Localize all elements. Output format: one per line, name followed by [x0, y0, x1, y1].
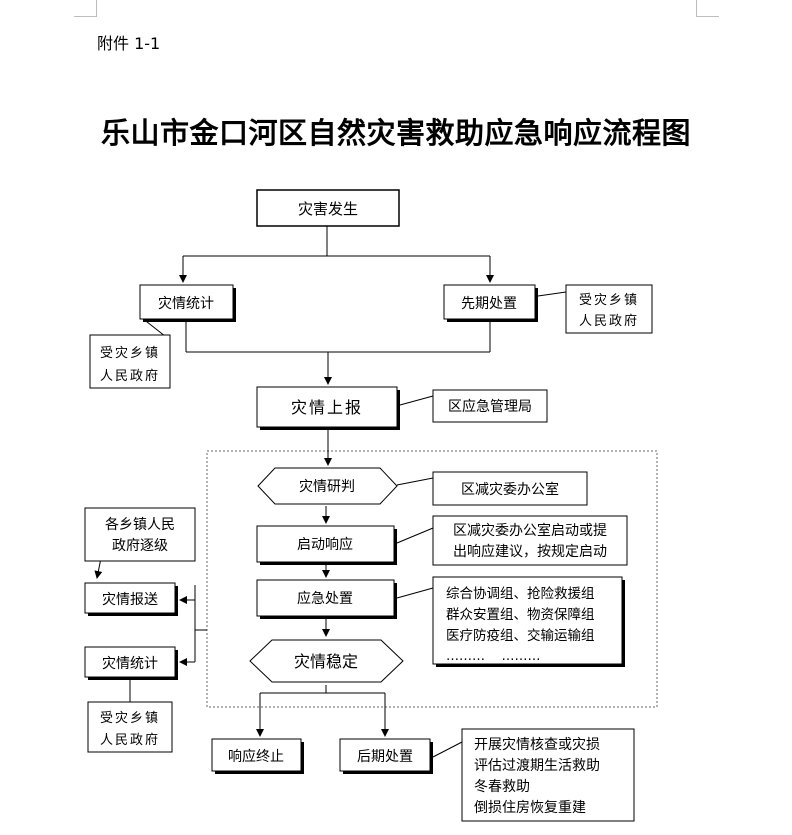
node-disaster-judgment: 灾情研判	[257, 467, 398, 505]
note-start-response-line1: 区减灾委办公室启动或提	[453, 522, 607, 539]
note-working-groups-line3: 医疗防疫组、交输运输组	[446, 627, 595, 644]
node-start-response-box	[256, 525, 395, 563]
page-corner-mark-right	[696, 0, 719, 17]
node-later-disposal-text: 后期处置	[357, 749, 413, 765]
note-working-groups-line4: ……… ………	[446, 649, 541, 664]
node-disaster-statistics-bottom: 灾情统计	[84, 646, 178, 680]
node-early-disposal: 先期处置	[443, 284, 538, 322]
leader-later-note	[432, 741, 463, 758]
note-towns-gov-line1: 各乡镇人民	[105, 517, 175, 533]
note-later-disposal-line4: 倒损住房恢复重建	[474, 799, 586, 816]
note-working-groups-line1: 综合协调组、抢险救援组	[446, 585, 595, 602]
note-start-response: 区减灾委办公室启动或提 出响应建议，按规定启动	[432, 515, 628, 566]
note-working-groups: 综合协调组、抢险救援组 群众安置组、物资保障组 医疗防疫组、交输运输组 ……… …	[432, 576, 625, 667]
node-disaster-judgment-text: 灾情研判	[299, 478, 355, 495]
node-emergency-disposal-text: 应急处置	[297, 590, 353, 607]
note-later-disposal-line1: 开展灾情核查或灾损	[474, 736, 600, 753]
annex-label: 附件 1-1	[97, 34, 161, 53]
leader-early-gov	[537, 291, 567, 297]
note-start-response-line2: 出响应建议，按规定启动	[453, 543, 607, 560]
node-emergency-disposal-box	[256, 579, 395, 617]
note-affected-gov-left-line1: 受灾乡镇	[100, 345, 160, 361]
node-response-end-box	[211, 738, 302, 772]
note-later-disposal-box	[461, 728, 635, 822]
leader-start-note	[396, 527, 434, 544]
node-disaster-occurs-text: 灾害发生	[298, 200, 358, 218]
page-corner-mark-left	[74, 0, 97, 17]
node-disaster-report: 灾情上报	[256, 386, 400, 430]
node-early-disposal-text: 先期处置	[461, 296, 517, 312]
note-disaster-office-box	[432, 471, 588, 506]
node-disaster-statistics-bottom-box	[84, 646, 176, 678]
note-towns-gov-box	[84, 507, 196, 562]
note-emergency-bureau-text: 区应急管理局	[448, 398, 532, 415]
node-later-disposal: 后期处置	[339, 738, 433, 774]
note-towns-gov: 各乡镇人民 政府逐级	[84, 507, 196, 562]
note-working-groups-box	[432, 576, 623, 665]
note-affected-gov-bottom-box	[87, 701, 173, 753]
node-disaster-report-box	[256, 386, 398, 428]
node-disaster-occurs-box	[256, 189, 400, 227]
node-disaster-statistics-top: 灾情统计	[139, 284, 236, 322]
node-disaster-report-text: 灾情上报	[291, 398, 363, 417]
node-early-disposal-box	[443, 284, 536, 320]
note-start-response-box	[432, 515, 628, 566]
note-affected-gov-right: 受灾乡镇 人民政府	[565, 284, 653, 334]
node-disaster-statistics-top-text: 灾情统计	[158, 295, 214, 312]
node-disaster-judgment-shape	[257, 467, 398, 505]
leader-disposal-groups	[396, 587, 434, 599]
note-affected-gov-right-line2: 人民政府	[579, 314, 639, 329]
connectors	[94, 226, 494, 737]
note-later-disposal: 开展灾情核查或灾损 评估过渡期生活救助 冬春救助 倒损住房恢复重建	[461, 728, 635, 822]
node-disaster-stable: 灾情稳定	[249, 639, 404, 683]
note-affected-gov-left-line2: 人民政府	[100, 369, 160, 384]
node-response-end: 响应终止	[211, 738, 304, 774]
note-disaster-office-text: 区减灾委办公室	[461, 481, 559, 498]
node-disaster-submit-box	[84, 582, 176, 614]
leader-report-bureau	[399, 395, 434, 406]
note-later-disposal-line2: 评估过渡期生活救助	[474, 758, 600, 774]
node-response-end-text: 响应终止	[228, 748, 284, 765]
note-affected-gov-left-box	[89, 334, 171, 389]
note-affected-gov-bottom-line2: 人民政府	[100, 733, 160, 748]
note-affected-gov-bottom-line1: 受灾乡镇	[100, 710, 160, 726]
node-emergency-disposal: 应急处置	[256, 579, 397, 619]
node-disaster-statistics-bottom-text: 灾情统计	[102, 655, 158, 672]
note-affected-gov-bottom: 受灾乡镇 人民政府	[87, 701, 173, 753]
note-working-groups-line2: 群众安置组、物资保障组	[446, 607, 595, 623]
node-disaster-occurs: 灾害发生	[256, 189, 400, 227]
note-disaster-office: 区减灾委办公室	[432, 471, 588, 506]
node-start-response: 启动响应	[256, 525, 397, 565]
node-disaster-statistics-top-box	[139, 284, 234, 320]
node-start-response-text: 启动响应	[297, 536, 353, 553]
note-affected-gov-right-line1: 受灾乡镇	[579, 292, 639, 308]
note-towns-gov-line2: 政府逐级	[112, 538, 168, 554]
note-emergency-bureau: 区应急管理局	[432, 389, 548, 423]
note-later-disposal-line3: 冬春救助	[474, 779, 530, 795]
note-affected-gov-right-box	[565, 284, 653, 334]
leader-judgment-office	[396, 477, 434, 486]
node-disaster-submit: 灾情报送	[84, 582, 178, 616]
node-disaster-stable-shape	[249, 639, 404, 683]
node-later-disposal-box	[339, 738, 431, 772]
callout-leaders	[129, 291, 567, 758]
document-title: 乐山市金口河区自然灾害救助应急响应流程图	[100, 116, 691, 150]
note-affected-gov-left: 受灾乡镇 人民政府	[89, 334, 171, 389]
node-disaster-stable-text: 灾情稳定	[294, 652, 358, 671]
node-disaster-submit-text: 灾情报送	[102, 591, 158, 608]
response-region-border	[206, 450, 658, 708]
note-emergency-bureau-box	[432, 389, 548, 423]
